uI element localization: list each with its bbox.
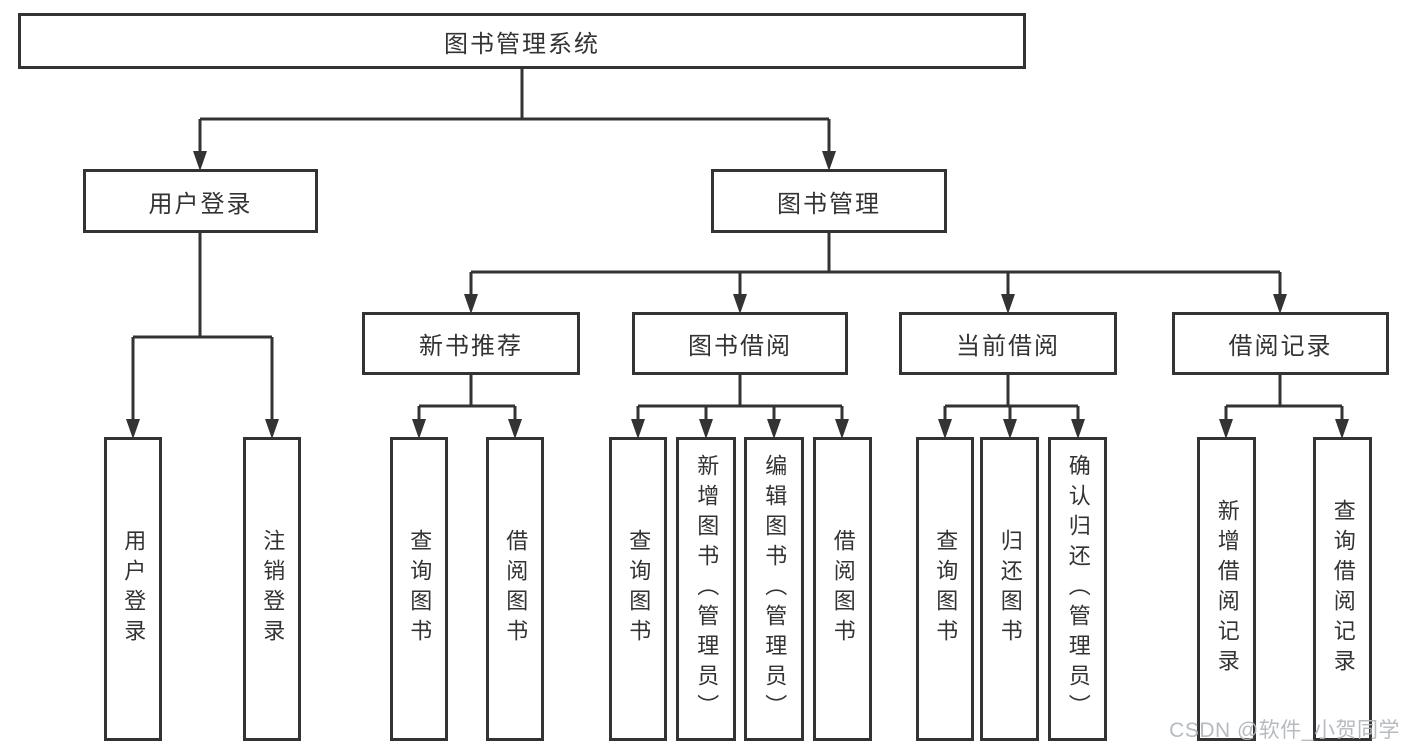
node-label: 查询借阅记录 [1330,499,1356,679]
node-library-system: 图书管理系统 [18,13,1026,69]
node-new-book-recommend: 新书推荐 [362,312,580,375]
leaf-logout: 注销登录 [243,437,301,741]
node-label: 确认归还（管理员） [1065,454,1091,724]
watermark: CSDN @软件_小贺同学 [1169,719,1400,742]
node-label: 查询图书 [933,529,959,649]
leaf-borrow-books-recommend: 借阅图书 [486,437,544,741]
node-current-borrowing: 当前借阅 [899,312,1117,375]
leaf-query-books-current: 查询图书 [916,437,974,741]
node-label: 借阅图书 [503,529,529,649]
node-label: 新增借阅记录 [1214,499,1240,679]
leaf-borrow-books-borrowing: 借阅图书 [813,437,872,741]
leaf-query-borrow-record: 查询借阅记录 [1313,437,1372,741]
leaf-query-books-recommend: 查询图书 [390,437,448,741]
leaf-query-books-borrowing: 查询图书 [609,437,667,741]
node-label: 查询图书 [626,529,652,649]
leaf-return-books: 归还图书 [980,437,1039,741]
node-label: 用户登录 [121,529,147,649]
node-label: 编辑图书（管理员） [762,454,788,724]
leaf-add-borrow-record: 新增借阅记录 [1197,437,1256,741]
node-book-borrowing: 图书借阅 [632,312,848,375]
leaf-confirm-return-admin: 确认归还（管理员） [1048,437,1107,741]
node-label: 归还图书 [997,529,1023,649]
node-label: 借阅图书 [830,529,856,649]
node-user-login: 用户登录 [83,169,318,233]
leaf-user-login: 用户登录 [104,437,162,741]
node-label: 注销登录 [260,529,286,649]
leaf-edit-book-admin: 编辑图书（管理员） [744,437,804,741]
node-label: 查询图书 [407,529,433,649]
node-label: 新增图书（管理员） [694,454,720,724]
connector-path [131,69,1344,423]
node-book-management: 图书管理 [711,169,947,233]
node-borrowing-records: 借阅记录 [1172,312,1389,375]
leaf-add-book-admin: 新增图书（管理员） [676,437,736,741]
arrowheads [126,151,1349,439]
